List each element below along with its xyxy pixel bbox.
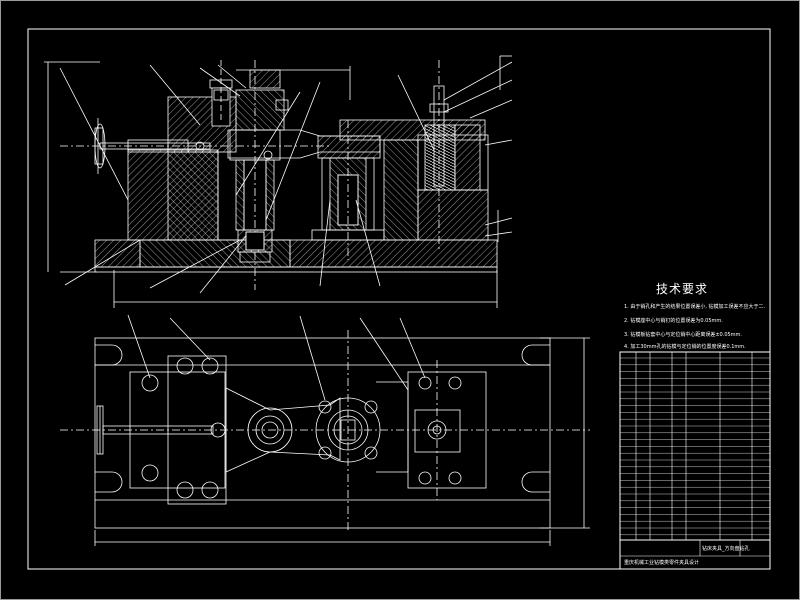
base-outline bbox=[94, 337, 551, 529]
title-block-rows bbox=[620, 357, 770, 535]
front-section-view bbox=[44, 55, 513, 308]
tech-req-note-2: 2. 钻模座中心与销钉的位置误差为0.05mm. bbox=[624, 318, 723, 324]
drawing-name: 钻床夹具_方向盘钻孔 bbox=[702, 546, 750, 552]
tech-req-note-4: 4. 加工30mm孔的钻模与定位销的位置度误差0.1mm. bbox=[624, 344, 746, 350]
tech-req-note-1: 1. 由于销孔和产生的结果位置误差小, 钻模加工误差不应大于二. bbox=[624, 304, 766, 310]
plan-view bbox=[60, 314, 590, 546]
school-name: 重庆机械工业钻模类零件夹具设计 bbox=[624, 560, 700, 566]
tech-req-title: 技术要求 bbox=[656, 282, 709, 296]
right-block-plan bbox=[407, 371, 487, 489]
tech-req-note-3: 3. 钻模板钻套中心与定位销中心距离误差±0.05mm. bbox=[624, 332, 743, 338]
title-block bbox=[619, 351, 771, 570]
lever-plan bbox=[225, 387, 341, 473]
clamp-bolt bbox=[433, 85, 445, 187]
inner-frame bbox=[27, 28, 771, 570]
